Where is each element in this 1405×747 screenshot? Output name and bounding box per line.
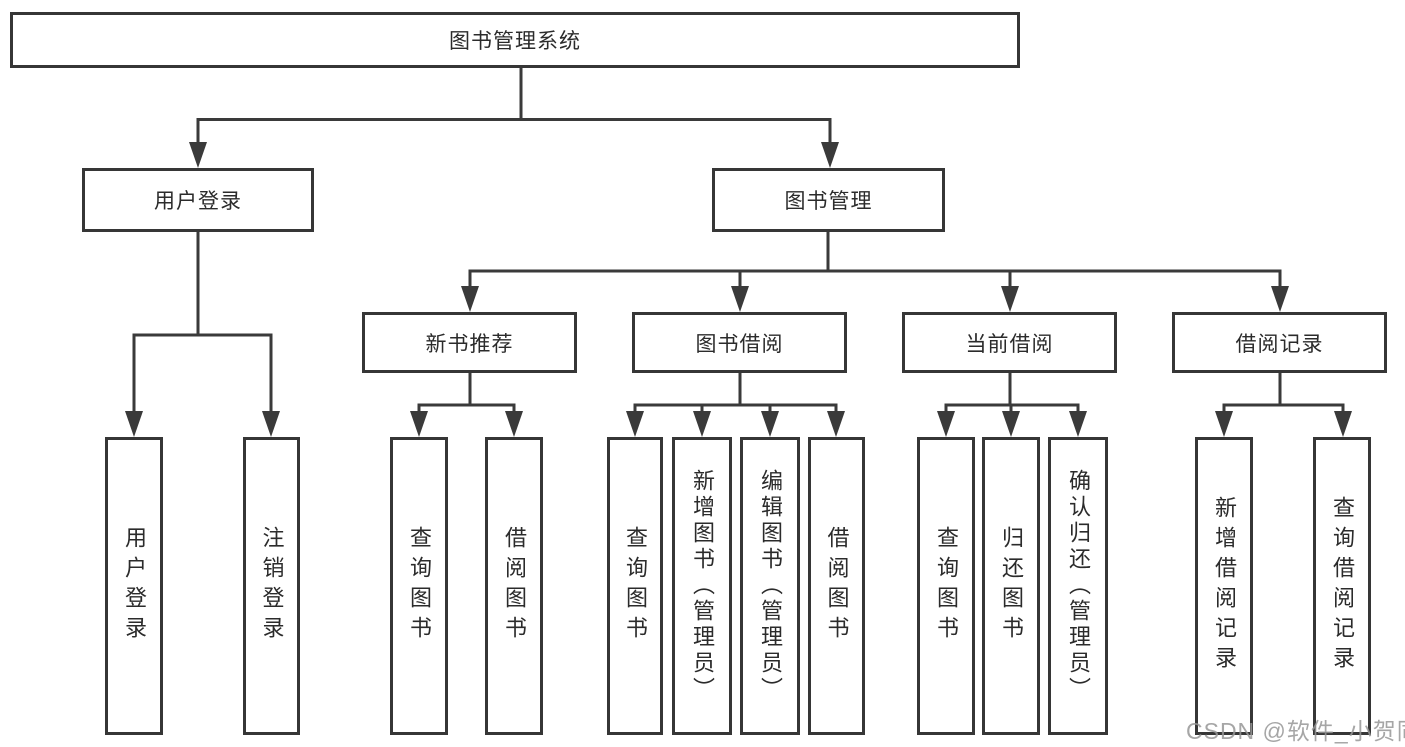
node-book-borrowing: 图书借阅: [632, 312, 847, 373]
leaf-br-add-record: 新增借阅记录: [1195, 437, 1253, 735]
leaf-user-login-label: 用户登录: [122, 526, 147, 646]
leaf-cb-confirm-return-admin-label: 确认归还（管理员）: [1066, 469, 1091, 703]
arrow-book-mgmt: [821, 142, 839, 168]
leaf-logout-login: 注销登录: [243, 437, 300, 735]
node-current-borrowing-label: 当前借阅: [965, 332, 1054, 356]
node-borrowing-records-label: 借阅记录: [1235, 332, 1324, 356]
node-user-login: 用户登录: [82, 168, 314, 232]
leaf-logout-login-label: 注销登录: [259, 526, 285, 646]
arrow-cb-confirm: [1069, 411, 1087, 437]
leaf-br-add-record-label: 新增借阅记录: [1212, 496, 1237, 676]
node-book-management: 图书管理: [712, 168, 945, 232]
leaf-cb-return-books: 归还图书: [982, 437, 1040, 735]
leaf-bb-edit-books-admin-label: 编辑图书（管理员）: [758, 469, 783, 703]
leaf-cb-confirm-return-admin: 确认归还（管理员）: [1048, 437, 1108, 735]
arrow-br-query: [1334, 411, 1352, 437]
node-new-book-recommend-label: 新书推荐: [425, 332, 514, 356]
leaf-nbr-borrow-books: 借阅图书: [485, 437, 543, 735]
arrow-leaf-logout: [262, 411, 280, 437]
leaf-cb-query-books-label: 查询图书: [934, 526, 959, 646]
arrow-bb-edit: [761, 411, 779, 437]
leaf-nbr-query-books-label: 查询图书: [407, 526, 432, 646]
leaf-cb-return-books-label: 归还图书: [999, 526, 1024, 646]
node-user-login-label: 用户登录: [154, 190, 242, 213]
arrow-user-login: [189, 142, 207, 168]
leaf-bb-borrow-books-label: 借阅图书: [824, 526, 850, 646]
node-library-system-label: 图书管理系统: [449, 30, 581, 53]
arrow-nbr-borrow: [505, 411, 523, 437]
leaf-nbr-borrow-books-label: 借阅图书: [502, 526, 527, 646]
leaf-cb-query-books: 查询图书: [917, 437, 975, 735]
arrow-current-borrow: [1001, 286, 1019, 312]
node-book-management-label: 图书管理: [784, 190, 873, 213]
node-new-book-recommend: 新书推荐: [362, 312, 577, 373]
leaf-bb-query-books: 查询图书: [607, 437, 663, 735]
arrow-new-book: [461, 286, 479, 312]
arrow-book-borrow: [731, 286, 749, 312]
leaf-bb-borrow-books: 借阅图书: [808, 437, 865, 735]
leaf-bb-add-books-admin: 新增图书（管理员）: [672, 437, 732, 735]
node-borrowing-records: 借阅记录: [1172, 312, 1387, 373]
node-library-system: 图书管理系统: [10, 12, 1020, 68]
leaf-nbr-query-books: 查询图书: [390, 437, 448, 735]
arrow-bb-query: [626, 411, 644, 437]
leaf-br-query-record-label: 查询借阅记录: [1330, 496, 1355, 676]
arrow-borrow-records: [1271, 286, 1289, 312]
leaf-br-query-record: 查询借阅记录: [1313, 437, 1371, 735]
leaf-bb-query-books-label: 查询图书: [623, 526, 648, 646]
leaf-user-login: 用户登录: [105, 437, 163, 735]
arrow-br-add: [1215, 411, 1233, 437]
node-book-borrowing-label: 图书借阅: [695, 332, 784, 356]
arrow-cb-query: [937, 411, 955, 437]
watermark: CSDN @软件_小贺同学: [1186, 718, 1405, 744]
leaf-bb-edit-books-admin: 编辑图书（管理员）: [740, 437, 800, 735]
node-current-borrowing: 当前借阅: [902, 312, 1117, 373]
arrow-bb-add: [693, 411, 711, 437]
leaf-bb-add-books-admin-label: 新增图书（管理员）: [690, 469, 715, 703]
arrow-leaf-user-login: [125, 411, 143, 437]
arrow-bb-borrow: [827, 411, 845, 437]
arrow-nbr-query: [410, 411, 428, 437]
arrow-cb-return: [1002, 411, 1020, 437]
